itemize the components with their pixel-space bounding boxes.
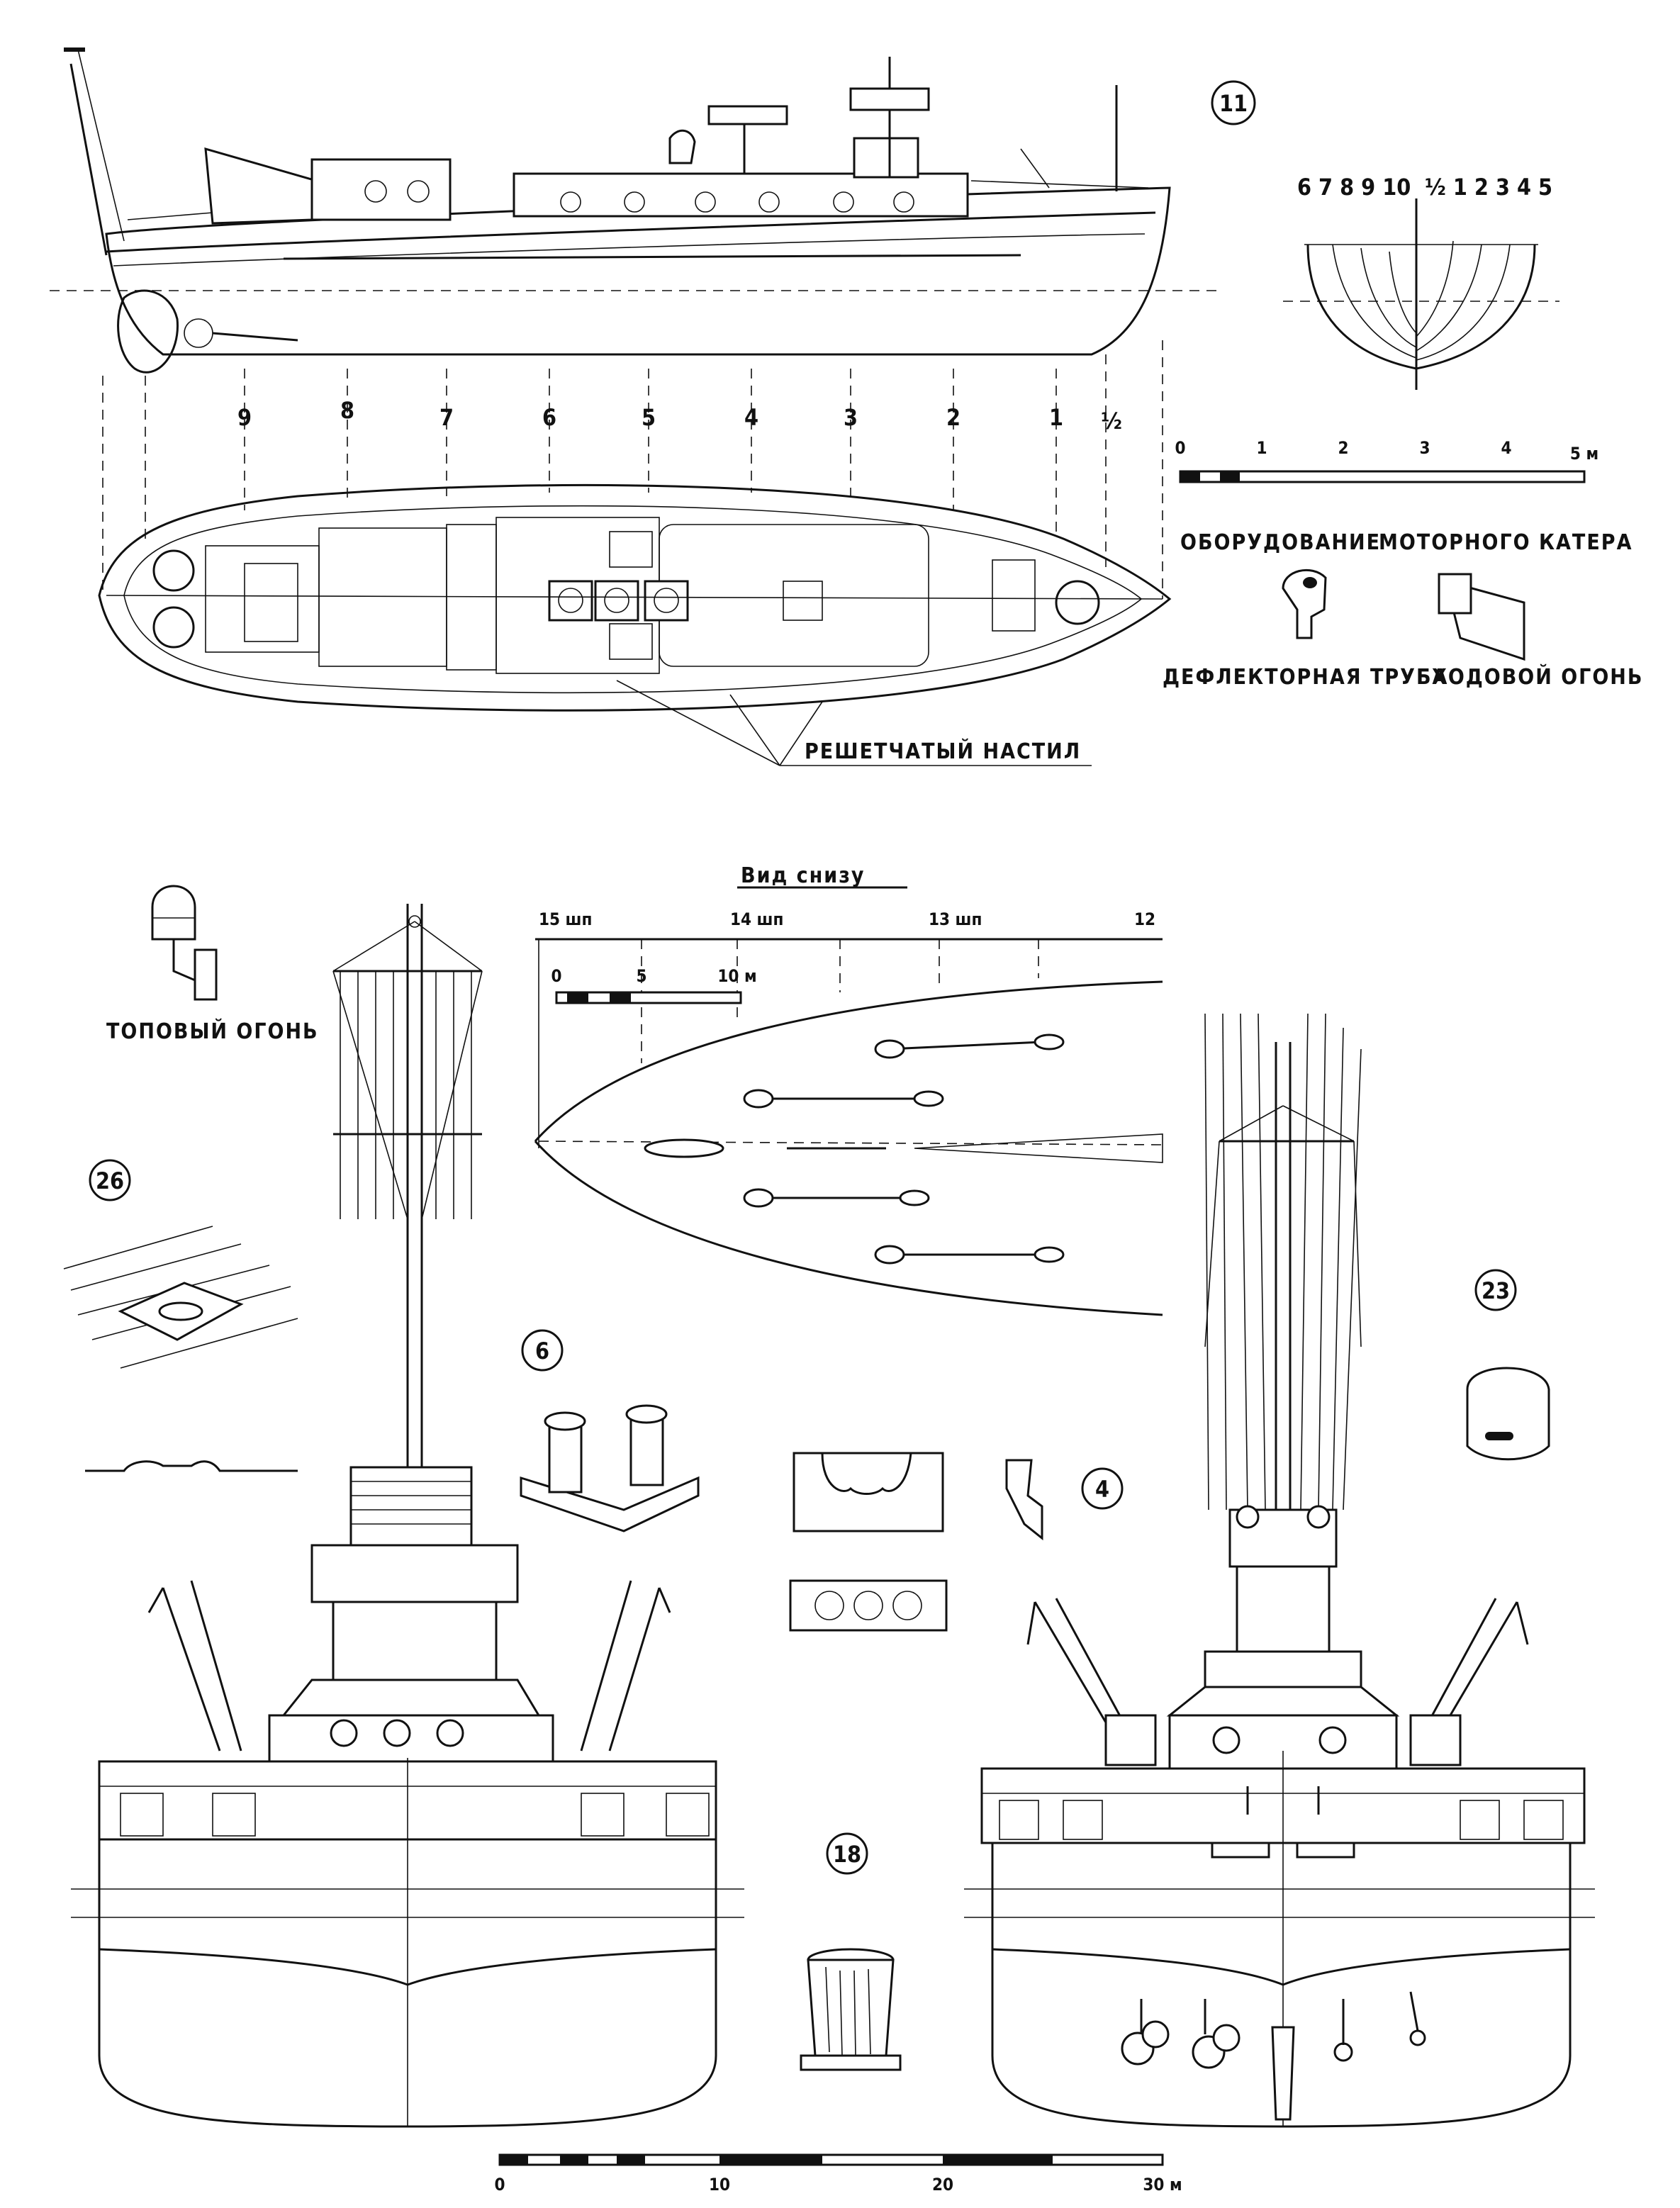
frame-number: 2 <box>946 404 961 431</box>
main-scale-bar: 0 10 20 30 м <box>494 2153 1182 2195</box>
bollard-drawing <box>520 1404 700 1532</box>
frame-number: 8 <box>340 397 354 424</box>
masthead-light-icon <box>151 885 218 1001</box>
callout-11: 11 <box>1211 80 1256 125</box>
body-plan-right-frames: ½ 1 2 3 4 5 <box>1425 174 1552 201</box>
frame-tick: 12 <box>1134 909 1155 929</box>
ship-front-view-left <box>71 904 744 2128</box>
frame-number: 1 <box>1049 404 1063 431</box>
scale-tick: 4 <box>1501 438 1511 458</box>
svg-text:26: 26 <box>96 1167 124 1194</box>
scale-tick: 0 <box>494 2175 505 2195</box>
frame-number: 5 <box>642 404 656 431</box>
callout-18: 18 <box>826 1832 868 1875</box>
frame-number: ½ <box>1101 408 1122 435</box>
body-plan: 6 7 8 9 10 ½ 1 2 3 4 5 <box>1283 174 1559 390</box>
running-light-icon <box>1438 573 1525 661</box>
bottom-view-title: Вид снизу <box>741 863 866 888</box>
scale-tick: 3 <box>1419 438 1430 458</box>
boat-scale-bar: 0 1 2 3 4 5 м <box>1175 438 1598 483</box>
frame-tick: 13 шп <box>929 909 982 929</box>
ship-stern-view-right <box>964 1013 1595 2128</box>
body-plan-left-frames: 6 7 8 9 10 <box>1297 174 1411 201</box>
equipment-title-right: МОТОРНОГО КАТЕРА <box>1379 530 1633 555</box>
scale-tick: 10 м <box>717 966 756 986</box>
bottom-view: Вид снизу 15 шп 14 шп 13 шп 12 0 5 10 м <box>534 863 1163 1316</box>
motor-boat-deck-plan <box>98 483 1172 712</box>
masthead-light-label: ТОПОВЫЙ ОГОНЬ <box>106 1019 319 1044</box>
capstan-drawing <box>800 1948 902 2071</box>
fairlead-drawing <box>789 1452 1043 1632</box>
svg-text:6: 6 <box>535 1338 549 1364</box>
equipment-title-left: ОБОРУДОВАНИЕ <box>1180 530 1381 555</box>
callout-4: 4 <box>1081 1467 1124 1510</box>
vent-drawing <box>1466 1367 1550 1461</box>
scale-tick: 5 <box>636 966 646 986</box>
callout-23: 23 <box>1474 1269 1517 1311</box>
frame-number: 9 <box>237 404 252 431</box>
svg-text:11: 11 <box>1219 90 1248 117</box>
deflector-label: ДЕФЛЕКТОРНАЯ ТРУБА <box>1163 665 1448 690</box>
frame-number: 4 <box>744 404 758 431</box>
running-light-label: ХОДОВОЙ ОГОНЬ <box>1432 664 1643 690</box>
grating-label: РЕШЕТЧАТЫЙ НАСТИЛ <box>805 739 1081 764</box>
scale-tick: 10 <box>709 2175 730 2195</box>
motor-boat-profile <box>50 47 1219 374</box>
grating-callout: РЕШЕТЧАТЫЙ НАСТИЛ <box>616 680 1092 766</box>
callout-6: 6 <box>521 1329 564 1372</box>
deck-fitting-drawing <box>63 1226 298 1472</box>
frame-numbers-profile: 9 8 7 6 5 4 3 2 1 ½ <box>237 397 1122 435</box>
callout-26: 26 <box>89 1159 131 1201</box>
svg-text:4: 4 <box>1095 1476 1109 1503</box>
frame-tick: 14 шп <box>730 909 783 929</box>
scale-tick: 20 <box>932 2175 953 2195</box>
scale-tick: 0 <box>1175 438 1185 458</box>
frame-station-lines <box>102 340 1163 599</box>
svg-text:23: 23 <box>1482 1277 1510 1304</box>
frame-number: 7 <box>439 404 454 431</box>
scale-tick: 0 <box>551 966 561 986</box>
svg-text:18: 18 <box>833 1841 861 1868</box>
frame-tick: 15 шп <box>539 909 592 929</box>
scale-tick: 5 м <box>1570 444 1598 464</box>
frame-number: 6 <box>542 404 556 431</box>
frame-number: 3 <box>844 404 858 431</box>
scale-tick: 2 <box>1338 438 1348 458</box>
deflector-icon <box>1282 568 1327 639</box>
scale-tick: 30 м <box>1143 2175 1182 2195</box>
scale-tick: 1 <box>1256 438 1267 458</box>
